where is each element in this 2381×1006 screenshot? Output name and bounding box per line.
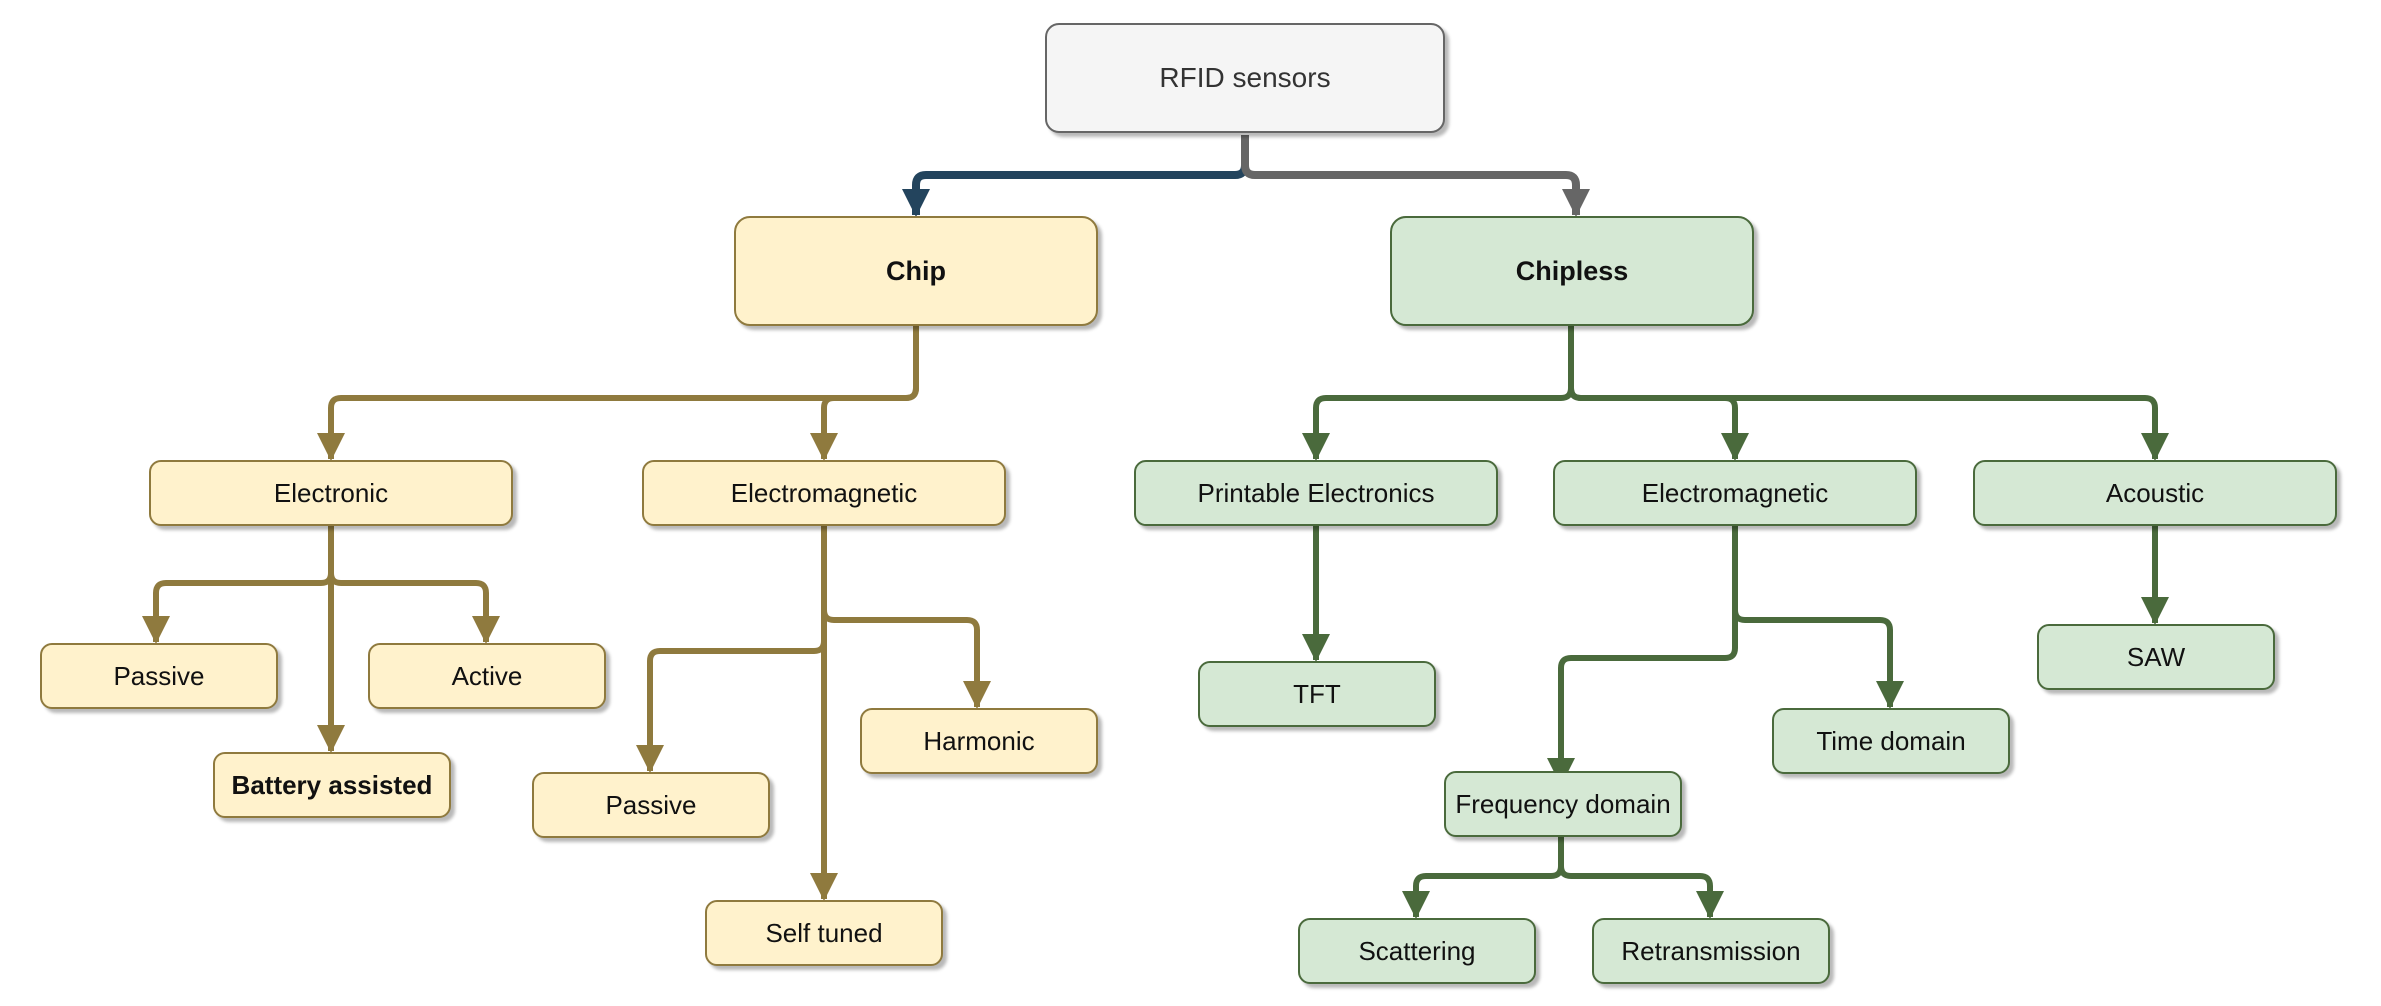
electronic-battery-assisted-label: Battery assisted [231,769,433,800]
printable-electronics-tft-node: TFT [1198,661,1436,727]
chipless-printable-electronics-node: Printable Electronics [1134,460,1498,526]
acoustic-saw-node: SAW [2037,624,2275,690]
electromagnetic-self-tuned-node: Self tuned [705,900,943,966]
electromagnetic-harmonic-label: Harmonic [923,725,1035,756]
root-label: RFID sensors [1159,62,1331,93]
electronic-passive-node: Passive [40,643,278,709]
chip-electromagnetic-node: Electromagnetic [642,460,1006,526]
edge-root-to-chipless [1241,135,1590,217]
electromagnetic-time-domain-node: Time domain [1772,708,2010,774]
electronic-active-node: Active [368,643,606,709]
edge-electromagnetic-to-time-domain [1732,526,1904,709]
acoustic-saw-label: SAW [2126,641,2186,672]
electronic-battery-assisted-node: Battery assisted [213,752,451,818]
electromagnetic-self-tuned-label: Self tuned [765,917,883,948]
chipless-electromagnetic-node: Electromagnetic [1553,460,1917,526]
edge-electronic-to-passive [142,526,334,644]
chipless-printable-electronics-label: Printable Electronics [1197,477,1435,508]
edge-chipless-to-acoustic [1568,326,2169,461]
edge-electromagnetic-to-harmonic [821,526,991,709]
edge-chip-to-electronic [317,326,919,461]
root-node: RFID sensors [1045,23,1445,133]
chipless-node: Chipless [1390,216,1754,326]
frequency-domain-scattering-label: Scattering [1358,935,1476,966]
edge-electromagnetic-to-frequency-domain [1547,526,1738,786]
electronic-passive-label: Passive [113,660,205,691]
chipless-electromagnetic-label: Electromagnetic [1641,477,1829,508]
chipless-acoustic-label: Acoustic [2105,477,2205,508]
edge-electronic-to-active [328,526,500,644]
electronic-active-label: Active [451,660,523,691]
edge-chipless-to-printable-electronics [1302,326,1574,461]
chip-label: Chip [886,255,946,286]
electromagnetic-frequency-domain-label: Frequency domain [1455,788,1671,819]
printable-electronics-tft-label: TFT [1293,678,1341,709]
frequency-domain-retransmission-label: Retransmission [1621,935,1801,966]
edge-electromagnetic-to-passive [636,526,827,773]
edge-chipless-to-electromagnetic [1568,326,1749,461]
edge-root-to-chip [902,135,1249,217]
electromagnetic-time-domain-label: Time domain [1816,725,1966,756]
chip-electronic-node: Electronic [149,460,513,526]
electromagnetic-harmonic-node: Harmonic [860,708,1098,774]
electromagnetic-frequency-domain-node: Frequency domain [1444,771,1682,837]
edge-frequency-domain-to-retransmission [1558,836,1724,919]
frequency-domain-scattering-node: Scattering [1298,918,1536,984]
electromagnetic-passive-label: Passive [605,789,697,820]
electromagnetic-passive-node: Passive [532,772,770,838]
chip-electromagnetic-label: Electromagnetic [730,477,918,508]
edge-chip-to-electromagnetic [810,326,919,461]
frequency-domain-retransmission-node: Retransmission [1592,918,1830,984]
chip-electronic-label: Electronic [273,477,389,508]
chip-node: Chip [734,216,1098,326]
chipless-acoustic-node: Acoustic [1973,460,2337,526]
chipless-label: Chipless [1515,255,1629,286]
edge-frequency-domain-to-scattering [1402,836,1564,919]
